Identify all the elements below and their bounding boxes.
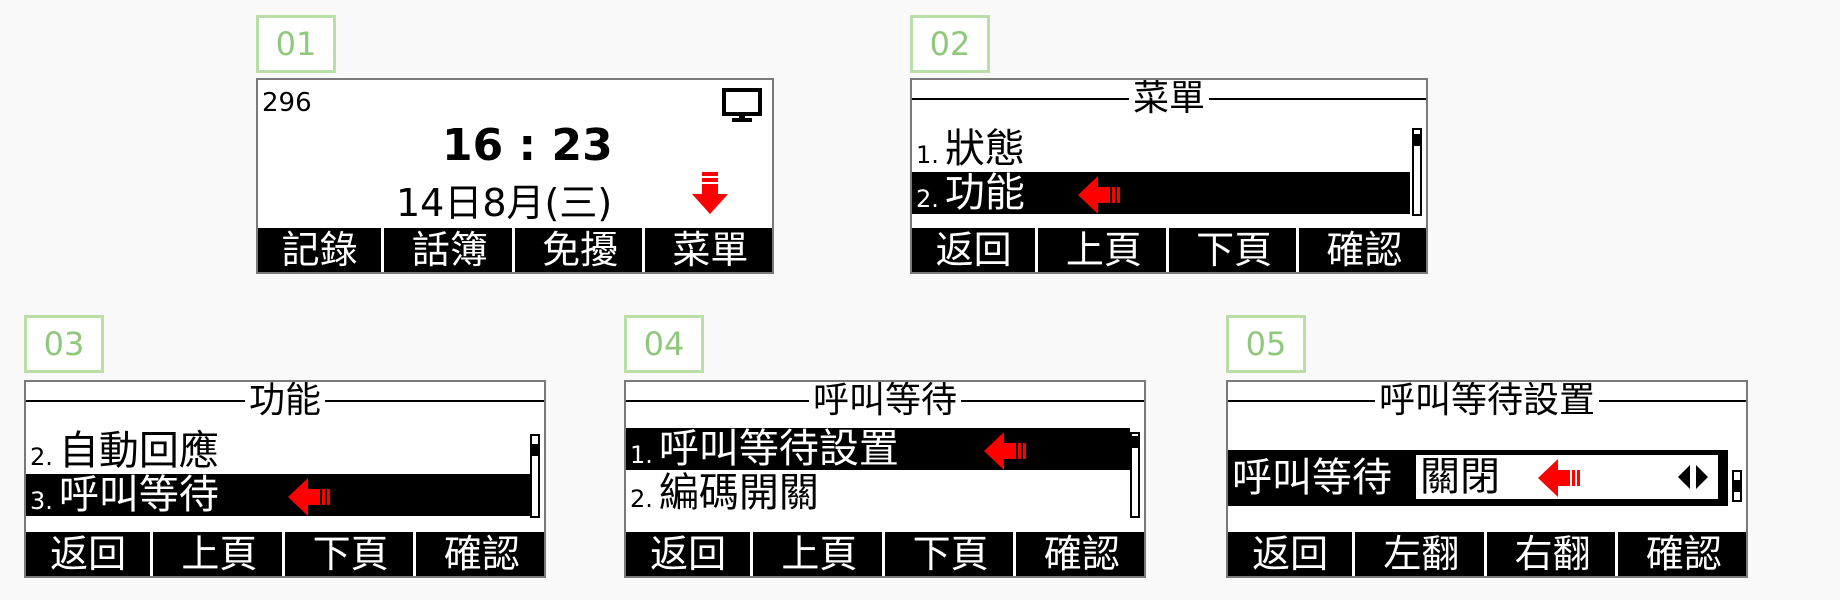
softkey-scroll-left[interactable]: 左翻: [1359, 532, 1487, 576]
softkey-scroll-right[interactable]: 右翻: [1490, 532, 1618, 576]
menu-item-auto-answer[interactable]: 2. 自動回應: [30, 430, 219, 472]
phone-screen-idle: 296 16 : 23 14日8月(三) 記錄 話簿 免擾 菜單: [256, 78, 774, 274]
phone-screen-call-waiting-setup: 呼叫等待設置 呼叫等待 關閉 返回 左翻 右翻 確認: [1226, 380, 1748, 578]
menu-item-label: 編碼開關: [658, 470, 819, 516]
softkey-page-down[interactable]: 下頁: [288, 532, 416, 576]
softkey-bar: 返回 上頁 下頁 確認: [626, 532, 1144, 576]
screen-title-row: 菜單: [912, 80, 1426, 118]
scrollbar[interactable]: [1412, 128, 1422, 216]
clock-date: 14日8月(三): [396, 181, 613, 225]
step-badge-03: 03: [24, 315, 104, 373]
softkey-page-up[interactable]: 上頁: [1042, 228, 1169, 272]
screen-title: 菜單: [1133, 78, 1206, 119]
screen-title-row: 呼叫等待設置: [1228, 382, 1746, 420]
setting-label: 呼叫等待: [1232, 455, 1392, 501]
softkey-page-up[interactable]: 上頁: [757, 532, 885, 576]
softkey-back[interactable]: 返回: [626, 532, 754, 576]
softkey-page-down[interactable]: 下頁: [1172, 228, 1299, 272]
scrollbar-thumb[interactable]: [532, 444, 538, 456]
arrow-left-icon: [984, 432, 1028, 470]
softkey-history[interactable]: 記錄: [258, 228, 385, 272]
softkey-back[interactable]: 返回: [1228, 532, 1356, 576]
softkey-ok[interactable]: 確認: [1019, 532, 1144, 576]
phone-screen-call-waiting: 呼叫等待 1. 呼叫等待設置 2. 編碼開關 返回 上頁 下頁 確認: [624, 380, 1146, 578]
softkey-directory[interactable]: 話簿: [388, 228, 515, 272]
step-badge-02: 02: [910, 15, 990, 73]
softkey-page-down[interactable]: 下頁: [888, 532, 1016, 576]
softkey-back[interactable]: 返回: [26, 532, 154, 576]
scrollbar-thumb[interactable]: [1414, 134, 1420, 146]
menu-item-label: 呼叫等待: [58, 472, 219, 518]
arrow-left-icon: [288, 478, 332, 516]
softkey-ok[interactable]: 確認: [419, 532, 544, 576]
left-right-arrows-icon[interactable]: [1678, 465, 1708, 493]
softkey-ok[interactable]: 確認: [1621, 532, 1746, 576]
menu-item-number: 1.: [630, 441, 653, 469]
softkey-menu[interactable]: 菜單: [648, 228, 772, 272]
menu-item-label: 功能: [944, 170, 1025, 216]
menu-item-label: 狀態: [944, 126, 1025, 172]
scrollbar[interactable]: [1130, 432, 1140, 518]
monitor-icon: [722, 88, 762, 128]
step-badge-05: 05: [1226, 315, 1306, 373]
softkey-dnd[interactable]: 免擾: [518, 228, 645, 272]
softkey-page-up[interactable]: 上頁: [157, 532, 285, 576]
menu-item-number: 3.: [30, 487, 53, 515]
account-label: 296: [262, 88, 312, 118]
phone-screen-features: 功能 2. 自動回應 3. 呼叫等待 返回 上頁 下頁 確認: [24, 380, 546, 578]
softkey-bar: 返回 上頁 下頁 確認: [26, 532, 544, 576]
menu-item-label: 自動回應: [58, 428, 219, 474]
menu-item-number: 2.: [630, 485, 653, 513]
step-badge-04: 04: [624, 315, 704, 373]
screen-title: 功能: [249, 380, 322, 421]
menu-item-call-waiting[interactable]: 3. 呼叫等待: [26, 474, 530, 516]
menu-item-codec-switch[interactable]: 2. 編碼開關: [630, 472, 819, 514]
softkey-bar: 記錄 話簿 免擾 菜單: [258, 228, 772, 272]
arrow-down-icon: [690, 172, 730, 214]
menu-item-status[interactable]: 1. 狀態: [916, 128, 1025, 170]
scrollbar[interactable]: [530, 434, 540, 518]
arrow-left-icon: [1078, 176, 1122, 214]
step-badge-01: 01: [256, 15, 336, 73]
scrollbar-thumb[interactable]: [1734, 480, 1740, 492]
softkey-bar: 返回 上頁 下頁 確認: [912, 228, 1426, 272]
softkey-ok[interactable]: 確認: [1302, 228, 1426, 272]
menu-item-call-waiting-setup[interactable]: 1. 呼叫等待設置: [626, 428, 1130, 470]
softkey-back[interactable]: 返回: [912, 228, 1039, 272]
clock-time: 16 : 23: [442, 120, 613, 171]
screen-title-row: 呼叫等待: [626, 382, 1144, 420]
phone-screen-menu: 菜單 1. 狀態 2. 功能 返回 上頁 下頁 確認: [910, 78, 1428, 274]
menu-item-number: 2.: [30, 443, 53, 471]
menu-item-number: 2.: [916, 185, 939, 213]
setting-value-field[interactable]: 關閉: [1414, 453, 1720, 501]
setting-value: 關閉: [1420, 454, 1500, 500]
setting-row: 呼叫等待 關閉: [1228, 450, 1728, 506]
scrollbar-thumb[interactable]: [1132, 436, 1138, 448]
softkey-bar: 返回 左翻 右翻 確認: [1228, 532, 1746, 576]
screen-title: 呼叫等待: [813, 380, 958, 421]
menu-item-number: 1.: [916, 141, 939, 169]
screen-title-row: 功能: [26, 382, 544, 420]
scrollbar[interactable]: [1732, 470, 1742, 502]
arrow-left-icon: [1538, 459, 1582, 497]
menu-item-label: 呼叫等待設置: [658, 426, 899, 472]
screen-title: 呼叫等待設置: [1379, 380, 1596, 421]
menu-item-features[interactable]: 2. 功能: [912, 172, 1410, 214]
